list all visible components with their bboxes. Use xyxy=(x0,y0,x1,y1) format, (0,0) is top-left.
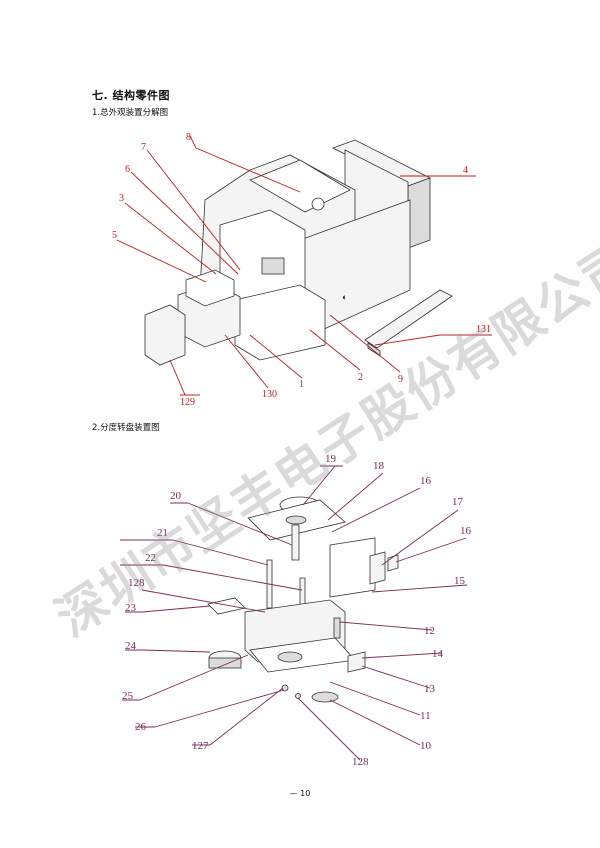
fig1-label: 7 xyxy=(141,142,146,153)
fig2-label: 17 xyxy=(452,496,464,508)
motor-body xyxy=(208,657,242,669)
fig2-label: 22 xyxy=(145,552,156,564)
fig2-label: 128 xyxy=(352,756,369,768)
fig2-label: 26 xyxy=(135,721,147,733)
top-cover-part xyxy=(249,159,351,213)
fig1-label: 129 xyxy=(180,397,195,408)
screw-part xyxy=(295,693,301,699)
fig2-label: 18 xyxy=(373,460,385,472)
left-box-part xyxy=(144,304,186,366)
indexing-plate-part xyxy=(185,269,235,307)
fig2-label: 24 xyxy=(125,640,137,652)
sensor-bracket-part xyxy=(329,537,376,598)
fig1-label: 130 xyxy=(262,389,277,400)
fig2-label: 10 xyxy=(420,740,432,752)
slide-rail-part xyxy=(364,289,453,349)
washer-part xyxy=(281,684,289,692)
fig1-label: 4 xyxy=(463,165,468,176)
display-screen xyxy=(261,257,285,275)
side-bracket-part xyxy=(347,651,366,673)
section-title: 七. 结构零件图 xyxy=(92,89,171,102)
figure-2-caption: 2.分度转盘装置图 xyxy=(92,423,160,433)
small-bracket-part xyxy=(369,551,386,585)
fig2-label: 25 xyxy=(122,690,134,702)
top-cover-hole xyxy=(311,197,325,211)
fig1-label: 131 xyxy=(476,324,491,335)
fig1-label: 5 xyxy=(112,230,117,241)
fig1-label: 3 xyxy=(119,193,124,204)
rail-side-part xyxy=(407,177,431,249)
page-number: — 10 xyxy=(289,789,311,798)
base-hub xyxy=(277,651,303,663)
exploded-assembly-drawing: ◐ 8 7 xyxy=(112,132,492,408)
fig1-label: 2 xyxy=(358,372,363,383)
fig2-label: 16 xyxy=(420,475,432,487)
fig1-label: 8 xyxy=(186,132,191,143)
fig2-label: 12 xyxy=(424,625,435,637)
fig2-label: 13 xyxy=(424,683,436,695)
shaft-part xyxy=(291,524,300,561)
fig1-label: 9 xyxy=(398,374,403,385)
fig1-label: 1 xyxy=(299,379,304,390)
bottom-disc-part xyxy=(311,691,339,703)
fig2-label: 128 xyxy=(128,577,145,589)
fig2-label: 15 xyxy=(454,575,466,587)
fig2-label: 16 xyxy=(460,525,472,537)
mounting-plate-part xyxy=(207,597,246,615)
turntable-assembly-drawing: 19 18 16 20 17 16 21 22 15 128 23 12 24 … xyxy=(120,453,472,768)
logo-mark: ◐ xyxy=(342,292,347,302)
fig2-label: 21 xyxy=(157,527,168,539)
fig2-label: 20 xyxy=(170,490,182,502)
fig2-label: 19 xyxy=(325,453,337,465)
fig2-label: 23 xyxy=(125,602,137,614)
plate-hub xyxy=(285,515,307,525)
figure-1-caption: 1.总外观装置分解图 xyxy=(92,108,169,118)
spring-part xyxy=(333,617,341,639)
fig2-label: 127 xyxy=(192,740,209,752)
fig2-label: 11 xyxy=(420,710,431,722)
fig1-leaders xyxy=(116,135,492,396)
fig1-label: 6 xyxy=(125,164,130,175)
fig2-leaders xyxy=(120,465,468,761)
fig2-label: 14 xyxy=(432,648,444,660)
